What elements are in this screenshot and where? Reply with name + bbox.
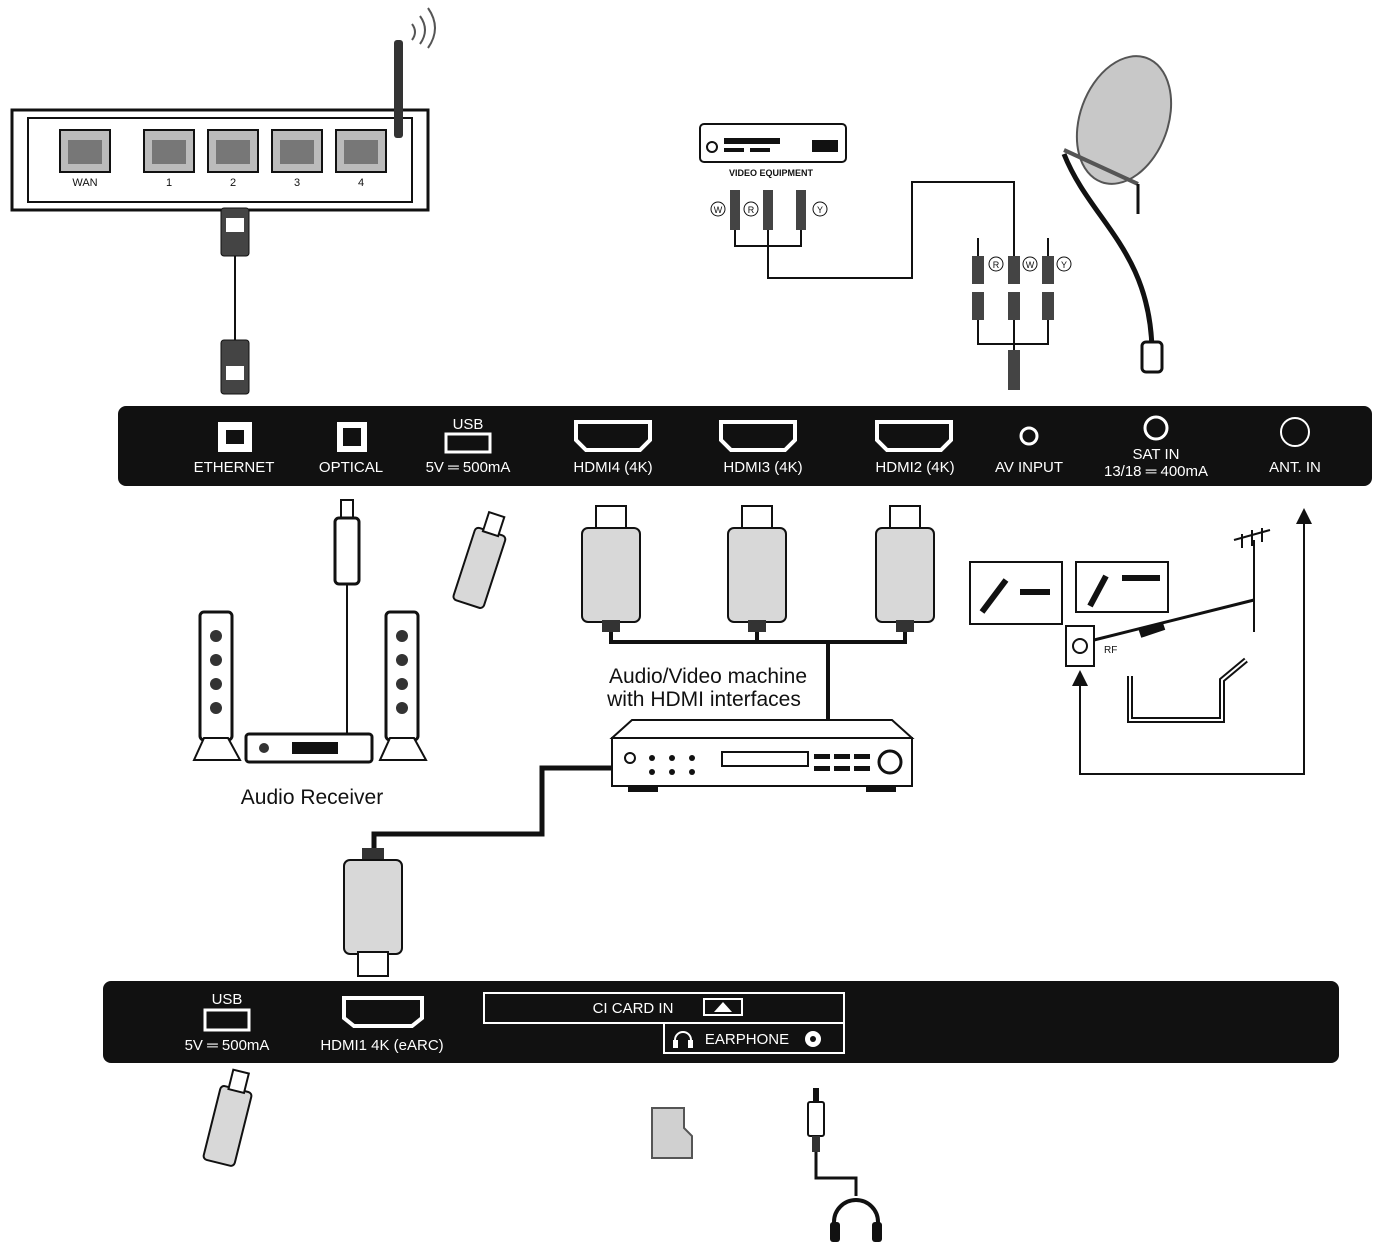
hdmi3-port-icon <box>719 420 797 452</box>
rf-connection-diagram: RF <box>969 508 1312 775</box>
ci-card-label: CI CARD IN <box>593 1000 674 1017</box>
hdmi2-port-label: HDMI2 (4K) <box>875 459 954 476</box>
router-port-3-icon <box>271 129 323 173</box>
router-port-wan-icon <box>59 129 111 173</box>
router-port-2-icon <box>207 129 259 173</box>
audio-receiver-icon <box>244 732 374 764</box>
router-port-wan-label: WAN <box>72 177 97 189</box>
av-machine-label-line1: Audio/Video machine <box>609 665 807 688</box>
router-port-3-label: 3 <box>294 177 300 189</box>
sat-in-port-rating: 13/18 ═ 400mA <box>1104 463 1208 480</box>
ethernet-cable <box>220 207 250 395</box>
ant-in-port-label: ANT. IN <box>1269 459 1321 476</box>
router-port-1-label: 1 <box>166 177 172 189</box>
ci-card-eject-icon <box>703 998 743 1016</box>
usb-port-icon <box>444 432 492 454</box>
optical-port-label: OPTICAL <box>319 459 383 476</box>
av-machine-icon <box>609 719 915 792</box>
headphones-icon <box>830 1198 882 1242</box>
optical-port-icon <box>337 422 367 452</box>
video-jack-y-label: Y <box>817 205 823 215</box>
earphone-cable <box>807 1088 858 1196</box>
video-jack-w-label: W <box>714 205 723 215</box>
side-usb-title: USB <box>212 991 243 1008</box>
av-input-port-label: AV INPUT <box>995 459 1063 476</box>
hdmi-plug-3-icon <box>875 505 935 632</box>
router: WAN 1 2 3 4 <box>10 7 436 212</box>
ethernet-port-label: ETHERNET <box>194 459 275 476</box>
satellite-dish-icon <box>1061 55 1173 374</box>
av-jack-y-label: Y <box>1061 260 1067 270</box>
video-equipment-label: VIDEO EQUIPMENT <box>729 168 814 178</box>
video-equipment-jacks: W R Y <box>710 181 1015 279</box>
usb-stick-bottom-icon <box>202 1068 253 1167</box>
side-usb-port-icon <box>203 1008 251 1032</box>
video-equipment-device: VIDEO EQUIPMENT <box>699 123 847 178</box>
headphone-icon <box>673 1031 693 1048</box>
speaker-right-icon <box>378 610 428 761</box>
hdmi-cable-bundle <box>609 632 907 722</box>
earphone-label: EARPHONE <box>705 1031 789 1048</box>
ci-card-icon <box>651 1107 693 1159</box>
earphone-slot <box>663 1022 845 1054</box>
usb-port-rating: 5V ═ 500mA <box>426 459 511 476</box>
av-split-cable: R W Y <box>972 238 1072 390</box>
hdmi1-port-icon <box>342 996 424 1028</box>
hdmi-plug-1-icon <box>581 505 641 632</box>
hdmi-earc-cable <box>371 765 612 852</box>
router-port-4-label: 4 <box>358 177 364 189</box>
hdmi4-port-label: HDMI4 (4K) <box>573 459 652 476</box>
hdmi3-port-label: HDMI3 (4K) <box>723 459 802 476</box>
hdmi-plug-2-icon <box>727 505 787 632</box>
optical-cable <box>333 499 361 736</box>
router-port-1-icon <box>143 129 195 173</box>
ant-in-port-icon <box>1280 417 1310 447</box>
audio-receiver-label: Audio Receiver <box>241 786 383 809</box>
rear-panel: ETHERNET OPTICAL USB 5V ═ 500mA HDMI4 (4… <box>118 406 1372 486</box>
speaker-left-icon <box>192 610 242 761</box>
sat-in-port-label: SAT IN <box>1133 446 1180 463</box>
av-input-port-icon <box>1019 426 1039 446</box>
usb-port-title: USB <box>453 416 484 433</box>
router-antenna <box>394 7 436 138</box>
av-jack-r-label: R <box>993 260 1000 270</box>
av-machine-label-line2: with HDMI interfaces <box>606 688 801 711</box>
hdmi2-port-icon <box>875 420 953 452</box>
router-port-4-icon <box>335 129 387 173</box>
side-panel: USB 5V ═ 500mA HDMI1 4K (eARC) CI CARD I… <box>103 981 1339 1063</box>
hdmi4-port-icon <box>574 420 652 452</box>
video-jack-r-label: R <box>748 205 755 215</box>
usb-stick-icon <box>452 510 507 609</box>
audio-receiver-system: Audio Receiver <box>192 610 428 809</box>
router-port-2-label: 2 <box>230 177 236 189</box>
rf-label: RF <box>1104 645 1117 656</box>
side-usb-rating: 5V ═ 500mA <box>185 1037 270 1054</box>
av-jack-w-label: W <box>1026 260 1035 270</box>
hdmi1-port-label: HDMI1 4K (eARC) <box>320 1037 443 1054</box>
hdmi-plug-earc-icon <box>343 848 403 977</box>
ethernet-port-icon <box>218 422 252 452</box>
sat-in-port-icon <box>1143 415 1169 441</box>
